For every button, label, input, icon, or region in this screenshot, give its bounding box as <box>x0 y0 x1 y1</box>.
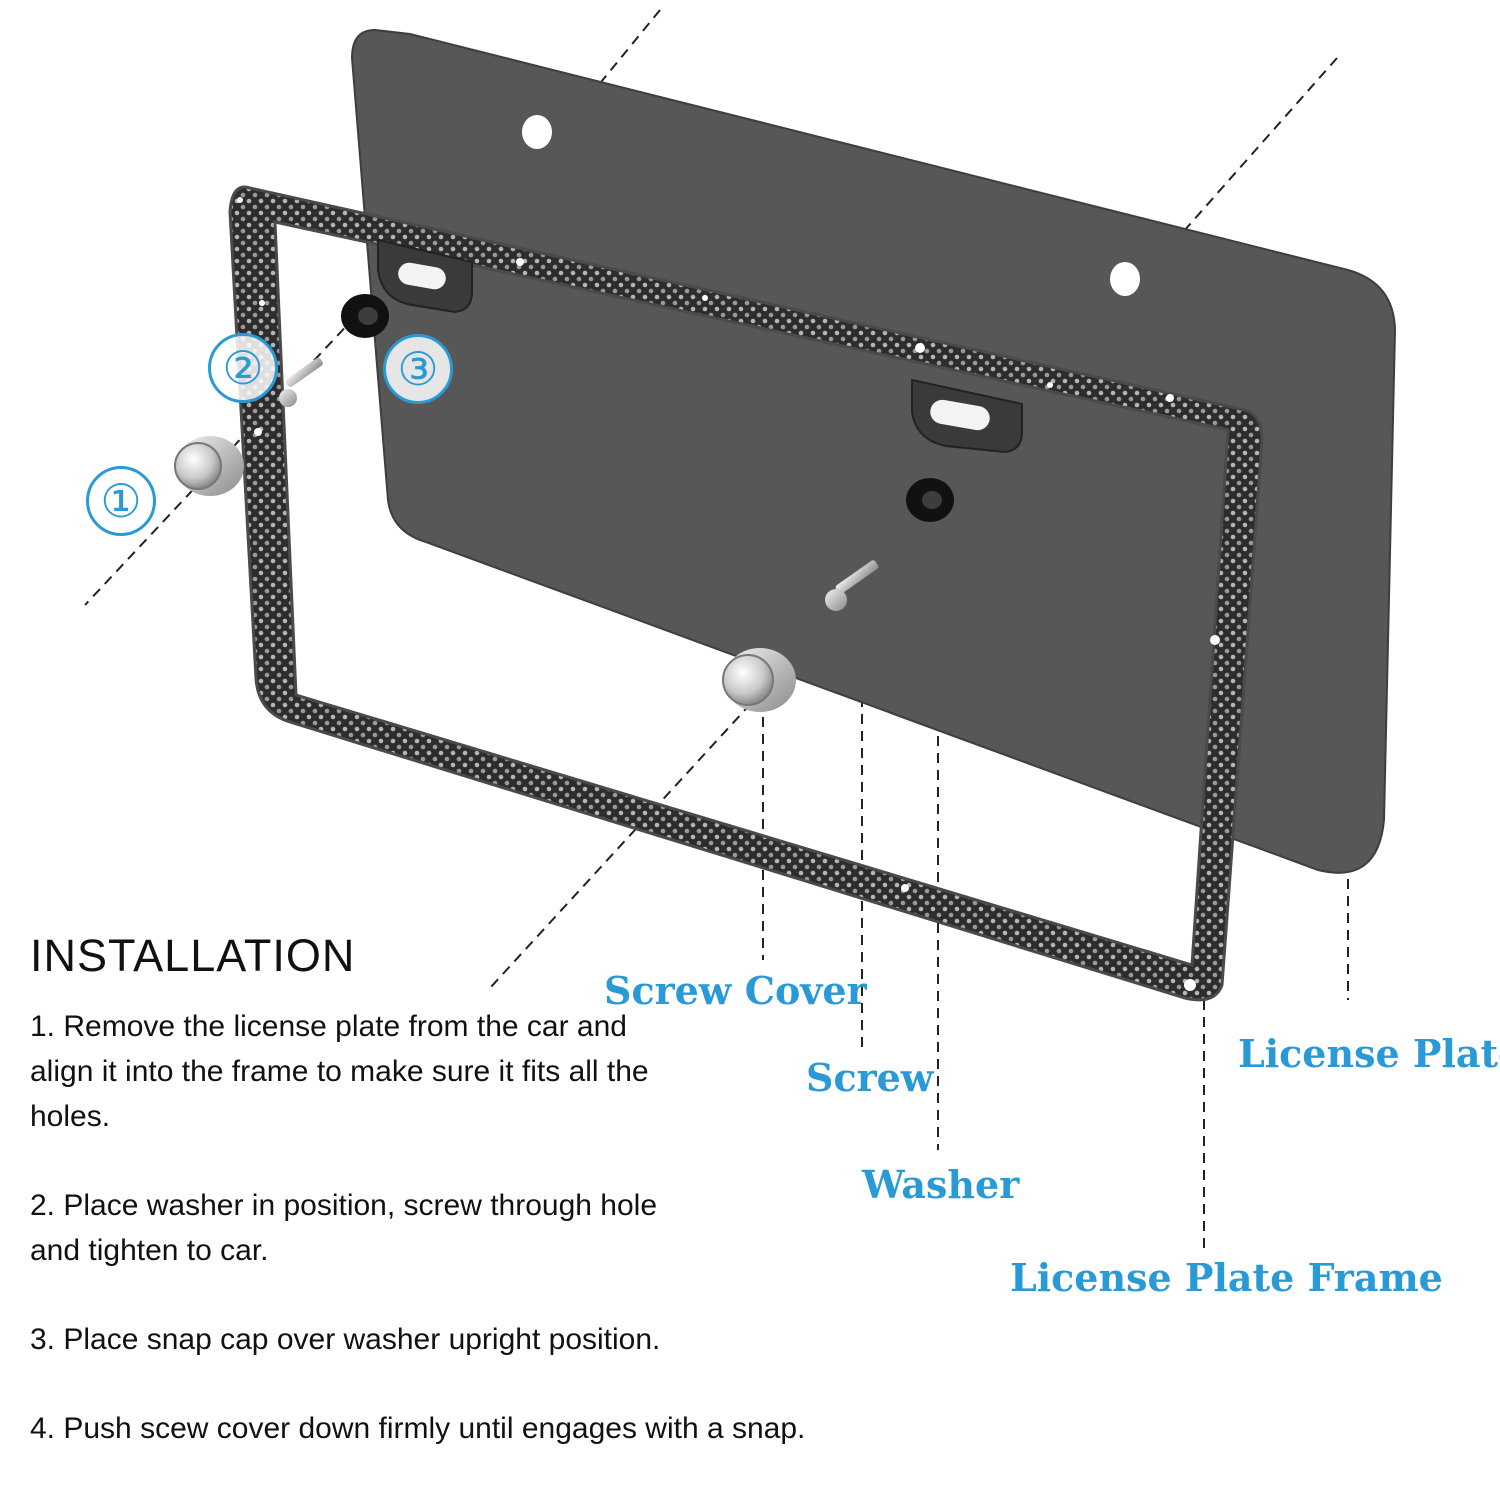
screw-cover-left <box>174 436 244 496</box>
license-plate-frame <box>228 185 1264 1002</box>
step-number-3: ③ <box>383 334 453 404</box>
label-license-plate: License Plate <box>1238 1031 1500 1076</box>
step-number-1: ① <box>86 466 156 536</box>
label-screw: Screw <box>806 1055 934 1100</box>
installation-heading: INSTALLATION <box>30 930 356 981</box>
washer-left <box>341 294 389 338</box>
plate-hole-left <box>522 115 552 149</box>
instruction-step-4: 4. Push scew cover down firmly until eng… <box>30 1412 806 1445</box>
instruction-step-3: 3. Place snap cap over washer upright po… <box>30 1323 661 1356</box>
instruction-step-2: 2. Place washer in position, screw throu… <box>30 1189 658 1267</box>
license-plate <box>350 28 1397 874</box>
plate-hole-right <box>1110 262 1140 296</box>
washer-right <box>906 478 954 522</box>
instruction-step-1: 1. Remove the license plate from the car… <box>30 1010 649 1133</box>
label-screw-cover: Screw Cover <box>604 968 867 1013</box>
label-washer: Washer <box>862 1162 1020 1207</box>
label-license-plate-frame: License Plate Frame <box>1010 1255 1443 1300</box>
installation-instructions: INSTALLATION 1. Remove the license plate… <box>30 930 930 1495</box>
screw-left <box>279 357 323 407</box>
step-number-2: ② <box>208 333 278 403</box>
screw-right <box>825 560 879 611</box>
screw-cover-right <box>722 648 796 712</box>
sparkles <box>237 197 1243 991</box>
